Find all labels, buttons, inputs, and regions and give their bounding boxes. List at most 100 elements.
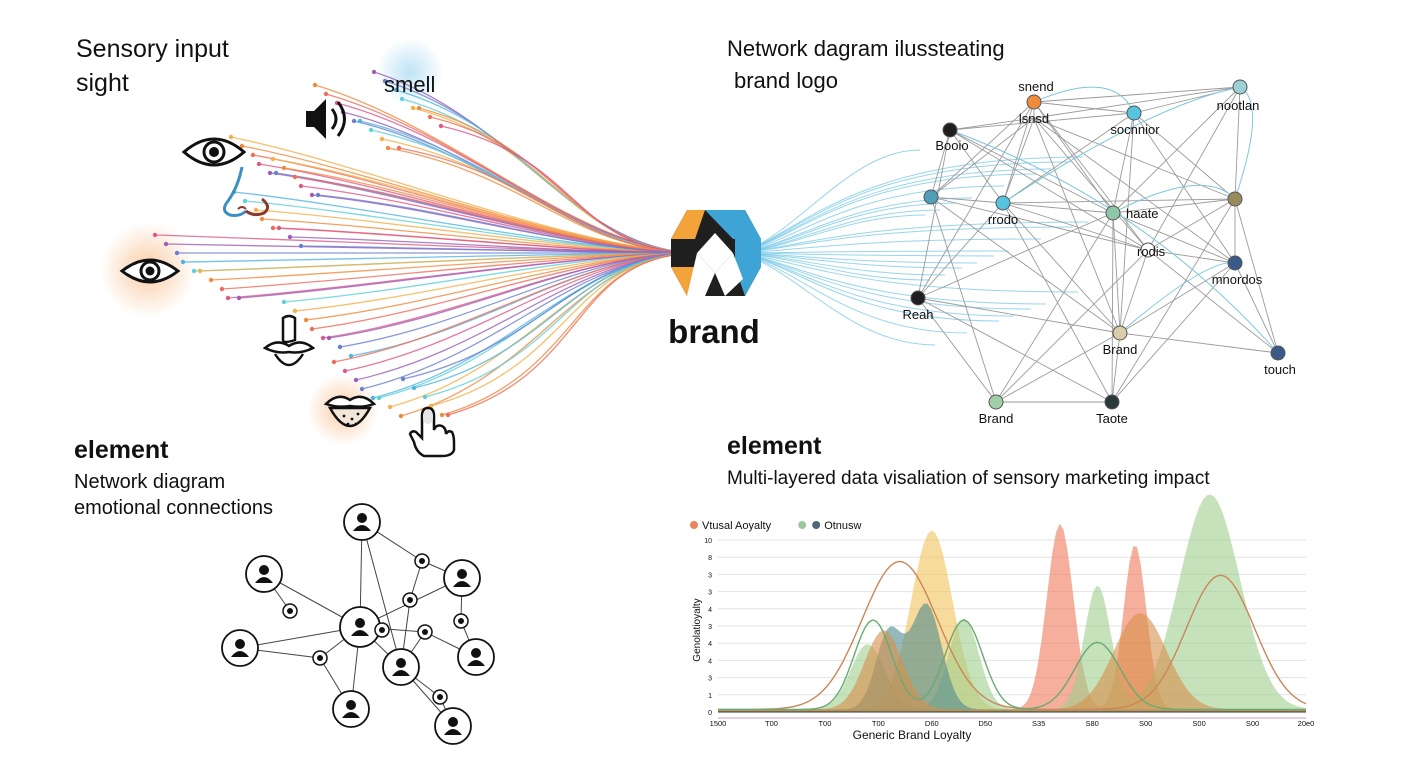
network-node [942, 122, 958, 138]
network-node-label: Brand [979, 411, 1014, 426]
lips-icon [323, 395, 377, 428]
network-edge [1119, 332, 1279, 354]
network-edge [1033, 117, 1149, 251]
brand-outflow-line [739, 252, 1079, 293]
fan-line-dot [438, 123, 444, 129]
network-edge [1119, 112, 1135, 334]
person-node [382, 648, 420, 686]
x-axis-label: Generic Brand Loyalty [853, 728, 972, 742]
network-edge [1111, 262, 1236, 403]
fan-line [398, 147, 691, 254]
fan-line [440, 125, 691, 254]
chart-line-series [718, 560, 1307, 711]
person-icon-body [353, 525, 371, 531]
y-tick-label: 10 [704, 538, 712, 545]
chart-line-series [718, 619, 1306, 711]
network-edge [1033, 86, 1241, 119]
network-edge [1033, 86, 1241, 103]
fan-line-dot [351, 118, 357, 124]
fan-line-dot [320, 335, 326, 341]
network-edge [995, 332, 1121, 403]
fan-line-dot [396, 145, 402, 151]
network-node [1227, 191, 1243, 207]
network-node [988, 394, 1004, 410]
network-edge [1133, 112, 1236, 264]
network-node [1104, 394, 1120, 410]
fan-line-dot [276, 225, 282, 231]
person-node [339, 606, 381, 648]
fan-line-dot [191, 268, 197, 274]
network-node-label: Taote [1096, 411, 1128, 426]
fan-line-dot [379, 136, 385, 142]
network-edge [1112, 112, 1135, 214]
fan-line-dot [312, 82, 318, 88]
fan-line-dot [315, 192, 321, 198]
network-edge [1033, 117, 1236, 264]
network-node [910, 290, 926, 306]
fan-line-dot [370, 395, 376, 401]
network-edge [1002, 117, 1035, 204]
legend-swatch [690, 521, 698, 529]
x-tick-label: T00 [872, 719, 885, 728]
fan-line-dot [208, 277, 214, 283]
network-node-label: rodis [1137, 244, 1166, 259]
network-edge [917, 297, 1121, 334]
x-tick-label: S00 [1139, 719, 1152, 728]
network-edge [949, 129, 1114, 214]
network-edge [1147, 86, 1241, 251]
small-node-dot [287, 608, 293, 614]
network-edge [1112, 212, 1121, 334]
network-bottom-subtitle-line2: emotional connections [74, 497, 273, 519]
person-icon-body [467, 660, 485, 666]
network-edge [1033, 101, 1149, 251]
brand-outflow-line [739, 252, 978, 264]
fan-line-dot [298, 243, 304, 249]
network-edge [949, 129, 1149, 251]
fan-line-dot [385, 145, 391, 151]
network-edge [1119, 262, 1236, 334]
person-icon [357, 513, 367, 523]
brand-outflow-line [739, 252, 968, 334]
network-edge [949, 117, 1035, 131]
y-tick-label: 3 [708, 676, 712, 683]
legend-label: Vtusal Aoyalty [702, 520, 772, 532]
network-node-label: lsnsd [1019, 111, 1049, 126]
y-tick-label: 0 [708, 710, 712, 717]
person-icon-body [392, 670, 410, 676]
network-edge [1002, 112, 1135, 204]
fan-line-dot [427, 114, 433, 120]
person-node [457, 638, 495, 676]
small-node-dot [422, 629, 428, 635]
fan-line-dot [387, 404, 393, 410]
eye-icon [119, 258, 181, 284]
network-edge [917, 297, 1113, 403]
network-curve [1112, 184, 1236, 214]
network-node-label: touch [1264, 362, 1296, 377]
network-edge [1234, 198, 1279, 354]
fan-line-dot [342, 368, 348, 374]
fan-line-dot [267, 170, 273, 176]
network-edge [1133, 112, 1236, 200]
fan-line-dot [236, 295, 242, 301]
person-icon-body [255, 577, 273, 583]
fan-line-dot [242, 198, 248, 204]
fan-line-dot [292, 308, 298, 314]
fan-line-dot [281, 299, 287, 305]
small-node-dot [317, 655, 323, 661]
network-edge [995, 212, 1114, 403]
person-node [343, 503, 381, 541]
fan-line-dot [239, 143, 245, 149]
network-node-label: rrodo [988, 212, 1018, 227]
fan-line-dot [399, 96, 405, 102]
person-icon [448, 717, 458, 727]
brand-outflow-line [739, 250, 1010, 254]
network-bottom-subtitle-line1: Network diagram [74, 471, 225, 493]
person-icon [355, 618, 365, 628]
x-tick-label: S80 [1086, 719, 1099, 728]
brand-logo [671, 210, 761, 296]
brand-outflow-line [739, 238, 1042, 254]
person-icon [471, 648, 481, 658]
person-icon-body [444, 729, 462, 735]
y-tick-label: 1 [708, 693, 712, 700]
